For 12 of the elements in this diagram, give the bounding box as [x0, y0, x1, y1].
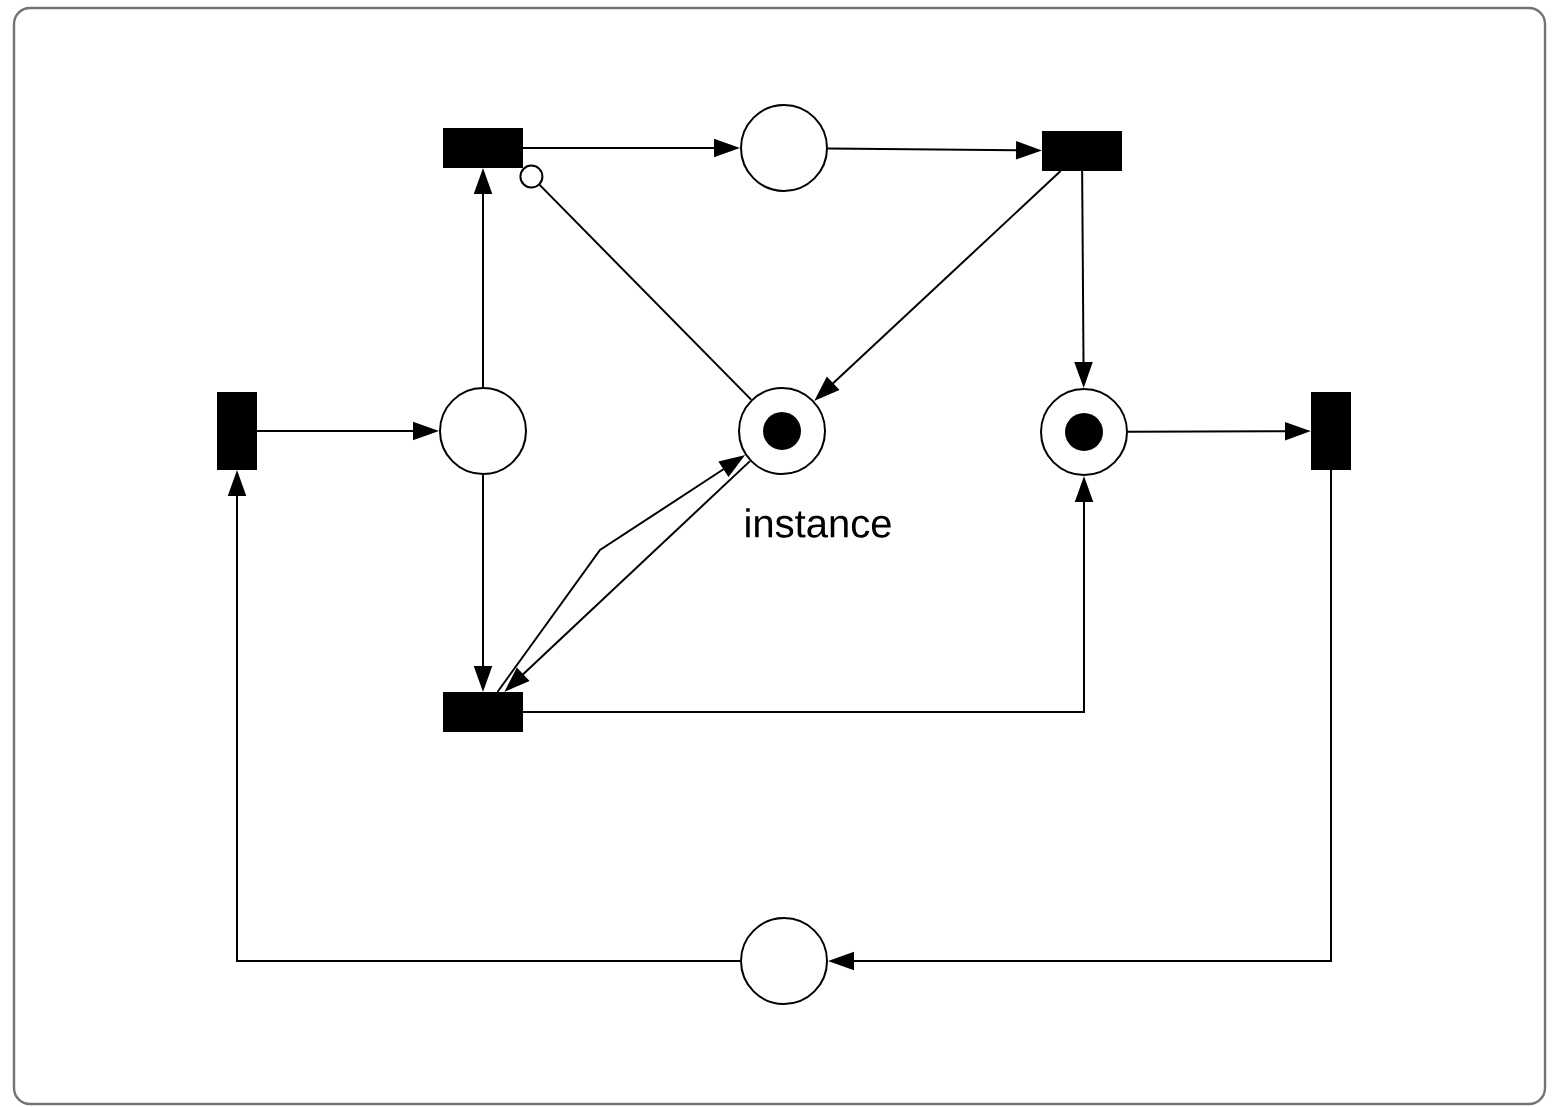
place-circle	[740, 104, 828, 192]
place-label: instance	[746, 508, 891, 538]
transition-bar	[443, 128, 523, 168]
transition-bar	[1042, 131, 1122, 171]
place-circle	[439, 387, 527, 475]
place-circle	[740, 917, 828, 1005]
transition-bar	[1311, 392, 1351, 470]
inhibitor-arc	[519, 164, 753, 401]
transition-bar	[217, 392, 257, 470]
place-circle	[738, 387, 826, 475]
place-circle	[1040, 388, 1128, 476]
transition-bar	[443, 692, 523, 732]
